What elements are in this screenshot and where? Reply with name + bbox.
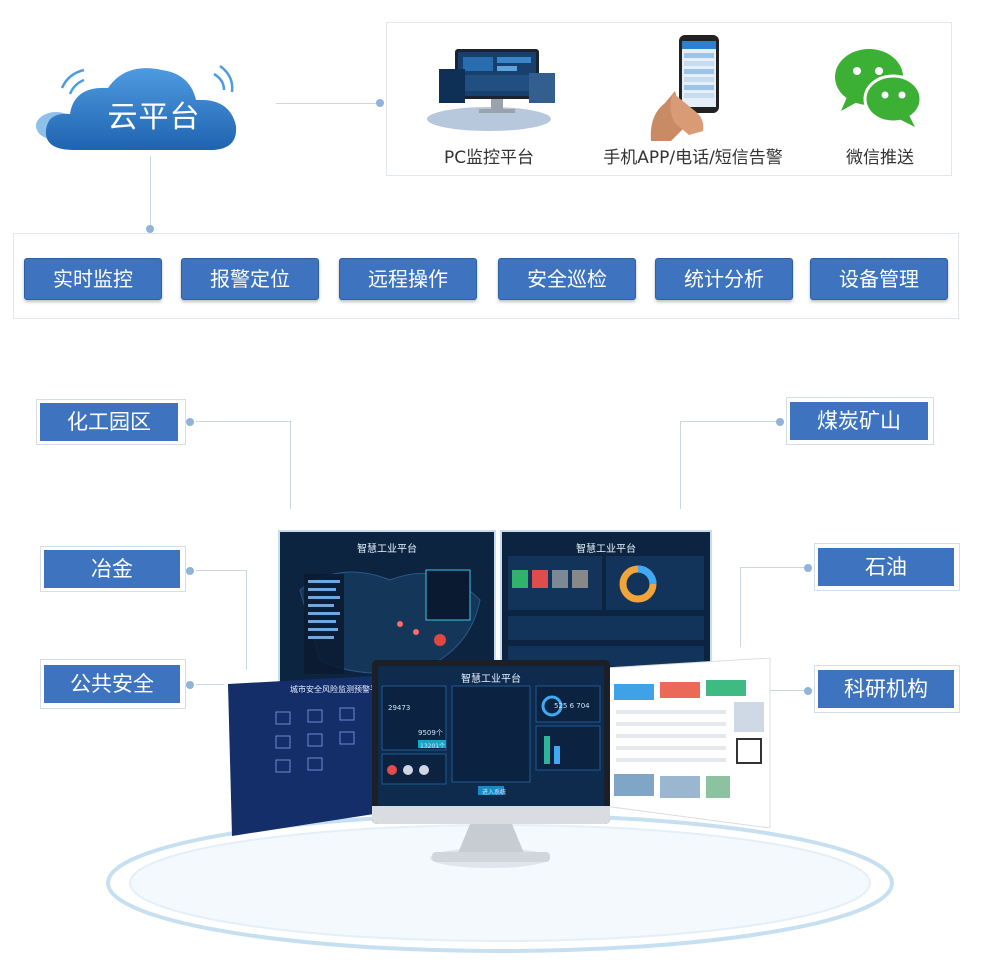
connector-dot xyxy=(186,567,194,575)
channel-label: 微信推送 xyxy=(846,148,914,168)
connector-dot xyxy=(376,99,384,107)
connector-line xyxy=(196,570,246,571)
functions-panel: 实时监控 报警定位 远程操作 安全巡检 统计分析 设备管理 xyxy=(13,233,959,319)
monitor-stand-base xyxy=(432,852,550,862)
connector-dot xyxy=(146,225,154,233)
connector-line xyxy=(740,567,806,568)
monitor-screen: 智慧工业平台 29473 9509个 13201个 525 6 704 进入系统 xyxy=(378,666,604,806)
web-portal-screen xyxy=(604,658,771,828)
screen-title: 智慧工业平台 xyxy=(576,544,636,555)
statistics-dashboard-screen: 智慧工业平台 xyxy=(500,530,712,670)
wechat-icon xyxy=(835,49,923,127)
connector-dot xyxy=(186,681,194,689)
central-monitor: 智慧工业平台 29473 9509个 13201个 525 6 704 进入系统 xyxy=(372,660,610,824)
city-safety-title: 城市安全风险监测预警平台 xyxy=(290,685,386,694)
desktop-monitor-icon xyxy=(427,49,555,131)
connector-line xyxy=(680,421,681,509)
function-alarm-location[interactable]: 报警定位 xyxy=(181,258,319,300)
industry-petroleum: 石油 xyxy=(818,548,954,586)
cloud-platform: 云平台 xyxy=(34,56,250,156)
connector-dot xyxy=(186,418,194,426)
connector-line xyxy=(276,103,380,104)
channel-wechat: 微信推送 xyxy=(811,23,949,177)
stat-value: 29473 xyxy=(388,704,411,712)
smartphone-icon xyxy=(650,35,719,141)
function-realtime-monitor[interactable]: 实时监控 xyxy=(24,258,162,300)
function-device-management[interactable]: 设备管理 xyxy=(810,258,948,300)
function-safety-inspection[interactable]: 安全巡检 xyxy=(498,258,636,300)
industry-frame xyxy=(786,397,934,445)
channel-label: PC监控平台 xyxy=(443,148,535,168)
industry-public-safety: 公共安全 xyxy=(44,665,180,703)
cloud-label: 云平台 xyxy=(107,100,201,135)
function-statistics[interactable]: 统计分析 xyxy=(655,258,793,300)
monitor-dashboard-widgets xyxy=(381,685,601,795)
industry-frame xyxy=(40,546,186,592)
cloud-icon xyxy=(36,64,237,150)
connector-dot xyxy=(804,564,812,572)
connector-line xyxy=(290,421,291,509)
industry-chemical-park: 化工园区 xyxy=(40,403,178,441)
monitor-title: 智慧工业平台 xyxy=(461,674,521,685)
industry-frame xyxy=(40,659,186,709)
stat-value: 9509个 xyxy=(418,729,443,737)
industry-frame xyxy=(814,665,960,713)
connector-dot xyxy=(776,418,784,426)
industry-research: 科研机构 xyxy=(818,670,954,708)
screen-title: 智慧工业平台 xyxy=(357,544,417,555)
city-safety-screen xyxy=(228,676,374,836)
connector-line xyxy=(196,421,290,422)
industry-frame xyxy=(814,543,960,591)
channel-pc: PC监控平台 xyxy=(401,23,577,177)
channel-label: 手机APP/电话/短信告警 xyxy=(603,148,783,168)
connector-line xyxy=(680,421,776,422)
connector-line xyxy=(150,156,151,226)
enter-system-button[interactable]: 进入系统 xyxy=(482,789,507,796)
stat-value: 13201个 xyxy=(420,743,446,750)
industry-metallurgy: 冶金 xyxy=(44,550,180,588)
connector-line xyxy=(196,684,224,685)
industry-frame xyxy=(36,399,186,445)
counter-value: 525 6 704 xyxy=(554,702,590,710)
connector-line xyxy=(770,690,806,691)
monitor-chin xyxy=(372,806,610,824)
connector-line xyxy=(246,570,247,670)
industry-coal-mine: 煤炭矿山 xyxy=(790,402,928,440)
function-remote-operation[interactable]: 远程操作 xyxy=(339,258,477,300)
stats-widgets xyxy=(508,556,704,666)
connector-dot xyxy=(804,687,812,695)
alert-channels-panel: PC监控平台 手机APP/电话/短信告警 xyxy=(386,22,952,176)
channel-mobile: 手机APP/电话/短信告警 xyxy=(583,23,803,177)
connector-line xyxy=(740,567,741,647)
